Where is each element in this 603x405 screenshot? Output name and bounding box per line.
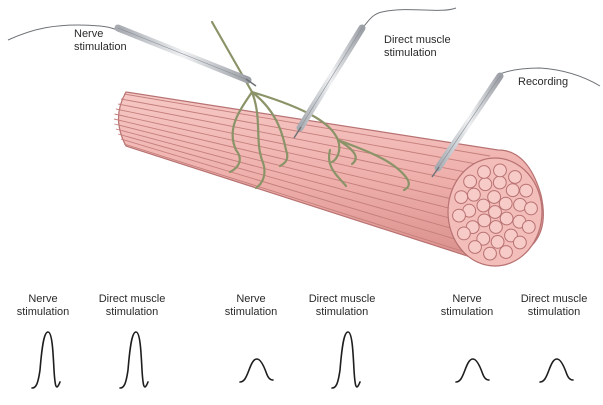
fascicle-end [506, 184, 519, 197]
label-line: stimulation [8, 306, 78, 319]
label-line: Nerve [216, 293, 286, 306]
recording-label: Recording [518, 76, 568, 89]
panel-2-nerve-label: Nerve stimulation [216, 293, 286, 319]
fascicle-end [499, 197, 512, 210]
direct-muscle-stimulation-label: Direct muscle stimulation [384, 34, 451, 60]
fascicle-end [500, 212, 513, 225]
panel-1-nerve-response-trace [26, 326, 66, 396]
fascicle-end [478, 166, 491, 179]
panel-3-nerve-label: Nerve stimulation [432, 293, 502, 319]
label-line: stimulation [84, 306, 180, 319]
fascicle-end [493, 176, 506, 189]
label-line: stimulation [216, 306, 286, 319]
nerve-stimulation-label: Nerve stimulation [74, 28, 127, 54]
fascicle-end [522, 221, 535, 234]
muscle-fiber-bundle [114, 92, 543, 266]
response-waveform [540, 359, 573, 382]
label-line: Nerve [432, 293, 502, 306]
label-line: Nerve [74, 28, 127, 41]
response-waveform [456, 359, 489, 382]
fascicle-end [500, 246, 513, 259]
label-line: stimulation [294, 306, 390, 319]
panel-3-nerve-response-trace [452, 326, 492, 396]
fascicle-end [479, 178, 492, 191]
response-waveform [332, 332, 360, 388]
fascicle-end [453, 209, 466, 222]
panel-3-direct-label: Direct muscle stimulation [506, 293, 602, 319]
panel-1-nerve-label: Nerve stimulation [8, 293, 78, 319]
fascicle-end [455, 191, 468, 204]
fascicle-end [490, 221, 503, 234]
fascicle-end [477, 199, 490, 212]
label-line: Direct muscle [294, 293, 390, 306]
fascicle-end [484, 247, 497, 260]
panel-1-direct-label: Direct muscle stimulation [84, 293, 180, 319]
fascicle-end [525, 202, 538, 215]
panel-3-direct-response-trace [536, 326, 576, 396]
fascicle-end [464, 175, 477, 188]
fascicle-end [469, 241, 482, 254]
fascicle-end [520, 184, 533, 197]
fascicle-end [458, 227, 471, 240]
fascicle-end [488, 191, 501, 204]
fascicle-end [509, 171, 522, 184]
fascicle-end [468, 188, 481, 201]
fascicle-end [514, 236, 527, 249]
panel-2-nerve-response-trace [236, 326, 276, 396]
response-waveform [120, 332, 148, 388]
response-waveform [240, 359, 273, 382]
response-waveform [32, 332, 60, 388]
label-line: stimulation [74, 41, 127, 54]
panel-1-direct-response-trace [114, 326, 154, 396]
label-line: stimulation [506, 306, 602, 319]
fascicle-end [478, 214, 491, 227]
panel-2-direct-response-trace [326, 326, 366, 396]
label-line: Direct muscle [384, 34, 451, 47]
label-line: stimulation [432, 306, 502, 319]
fascicle-end [489, 206, 502, 219]
label-line: Nerve [8, 293, 78, 306]
label-line: Direct muscle [84, 293, 180, 306]
label-line: Direct muscle [506, 293, 602, 306]
label-line: stimulation [384, 47, 451, 60]
panel-2-direct-label: Direct muscle stimulation [294, 293, 390, 319]
fascicle-end [494, 164, 507, 177]
